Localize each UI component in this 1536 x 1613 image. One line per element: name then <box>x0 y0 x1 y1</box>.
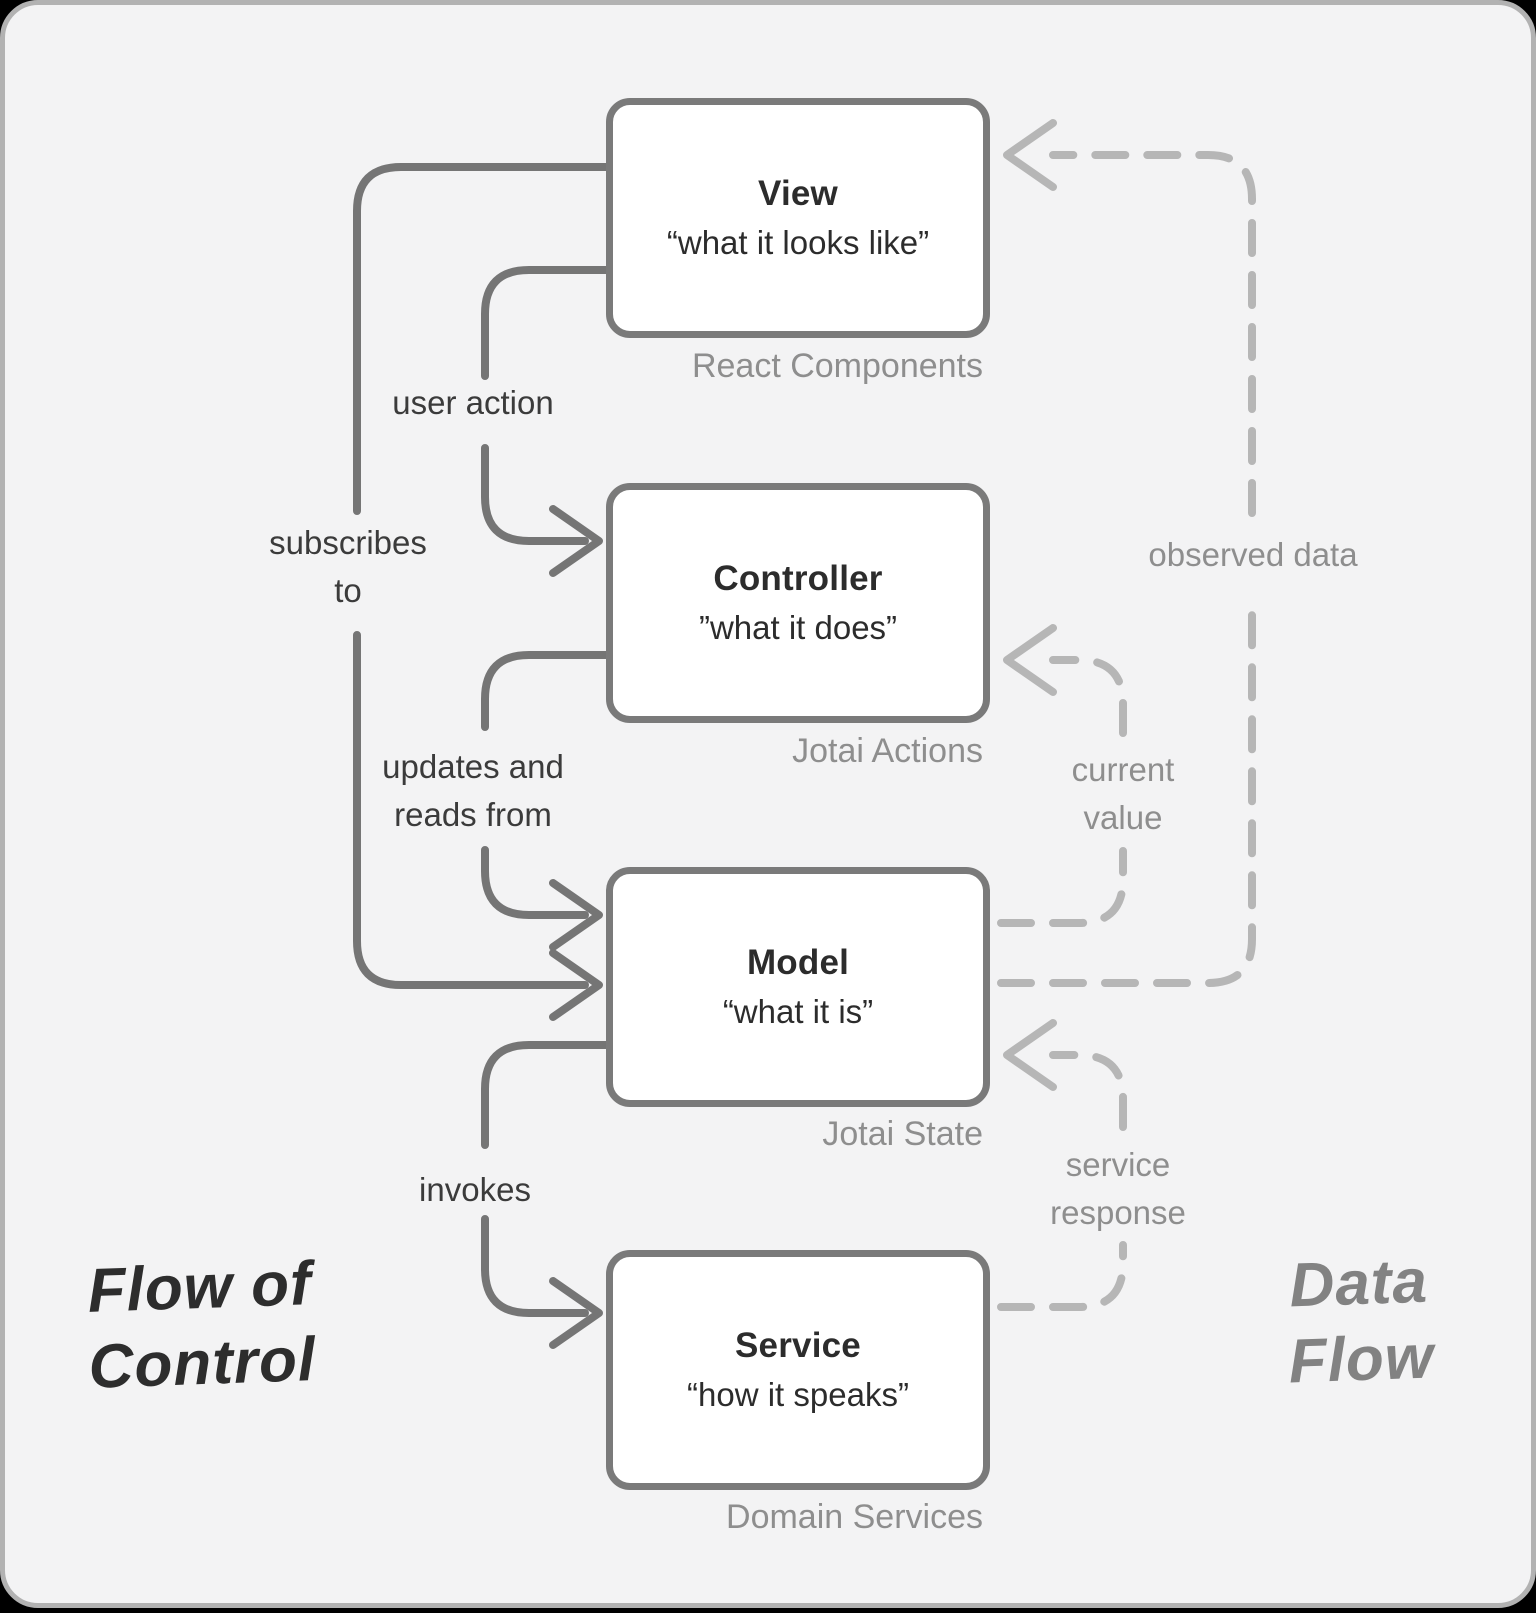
edge-label-service-response-line1: service <box>1065 1146 1171 1183</box>
edge-observed-data-line-top <box>1049 151 1256 517</box>
edge-user-action-line-top <box>481 266 610 380</box>
edge-label-updates-line1: updates and <box>382 748 564 785</box>
node-model-title: Model <box>746 943 850 982</box>
edge-label-updates-reads: updates and reads from <box>382 743 564 839</box>
flow-of-control-line2: Control <box>87 1325 318 1402</box>
node-view-subtitle: “what it looks like” <box>666 224 930 261</box>
diagram-canvas: View “what it looks like” React Componen… <box>5 5 1531 1603</box>
edge-label-current-value-line1: current <box>1071 751 1175 788</box>
edge-updates-line-top <box>481 651 610 731</box>
node-controller-title: Controller <box>713 559 883 598</box>
edge-updates-line-bottom <box>481 846 589 919</box>
node-controller: Controller ”what it does” <box>606 483 990 723</box>
edge-label-user-action: user action <box>392 379 553 427</box>
edge-invokes-arrowhead <box>549 1277 603 1349</box>
flow-of-control-label: Flow of Control <box>85 1246 318 1406</box>
edge-observed-data-line-bottom <box>997 593 1256 987</box>
edge-service-response-line-top <box>1049 1051 1127 1131</box>
edge-subscribes-line-bottom <box>353 631 589 989</box>
edge-label-subscribes-to: subscribes to <box>269 519 427 615</box>
edge-current-value-line-top <box>1049 656 1127 737</box>
data-flow-line1: Data <box>1288 1246 1430 1321</box>
edge-current-value-arrowhead <box>1003 624 1057 696</box>
node-view-caption: React Components <box>691 347 983 385</box>
edge-label-current-value-line2: value <box>1083 799 1163 836</box>
edge-observed-data-arrowhead <box>1003 119 1057 191</box>
edge-user-action-line-bottom <box>481 444 589 545</box>
edge-current-value-line-bottom <box>997 847 1127 927</box>
node-service: Service “how it speaks” <box>606 1250 990 1490</box>
edge-updates-arrowhead <box>549 879 603 951</box>
node-service-title: Service <box>735 1326 861 1365</box>
edge-invokes-line-bottom <box>481 1215 589 1317</box>
data-flow-label: Data Flow <box>1285 1244 1436 1401</box>
node-view-title: View <box>758 174 838 213</box>
flow-of-control-line1: Flow of <box>86 1249 313 1326</box>
edge-label-subscribes-line2: to <box>334 572 362 609</box>
edge-label-service-response-line2: response <box>1050 1194 1186 1231</box>
edge-service-response-line-bottom <box>997 1241 1127 1311</box>
node-model-subtitle: “what it is” <box>722 993 874 1030</box>
edge-invokes-line-top <box>481 1041 610 1149</box>
data-flow-line2: Flow <box>1287 1322 1436 1397</box>
edge-label-updates-line2: reads from <box>394 796 552 833</box>
node-service-subtitle: “how it speaks” <box>687 1376 909 1413</box>
edge-subscribes-arrowhead <box>549 949 603 1021</box>
edge-label-service-response: service response <box>1050 1141 1186 1237</box>
edge-service-response-arrowhead <box>1003 1019 1057 1091</box>
node-view: View “what it looks like” <box>606 98 990 338</box>
connector-layer <box>353 119 1256 1349</box>
node-controller-subtitle: ”what it does” <box>698 609 898 646</box>
edge-label-invokes: invokes <box>419 1166 531 1214</box>
node-service-caption: Domain Services <box>726 1498 983 1536</box>
edge-label-user-action-line: user action <box>392 384 554 421</box>
node-model: Model “what it is” <box>606 867 990 1107</box>
edge-label-current-value: current value <box>1072 746 1175 842</box>
edge-label-subscribes-line1: subscribes <box>269 524 427 561</box>
node-model-caption: Jotai State <box>822 1115 983 1153</box>
edge-label-observed-data-line: observed data <box>1148 536 1358 573</box>
edge-user-action-arrowhead <box>549 505 603 577</box>
edge-label-invokes-line: invokes <box>419 1171 531 1208</box>
edge-subscribes-line-top <box>353 163 610 515</box>
node-controller-caption: Jotai Actions <box>792 732 983 770</box>
edge-label-observed-data: observed data <box>1148 531 1357 579</box>
